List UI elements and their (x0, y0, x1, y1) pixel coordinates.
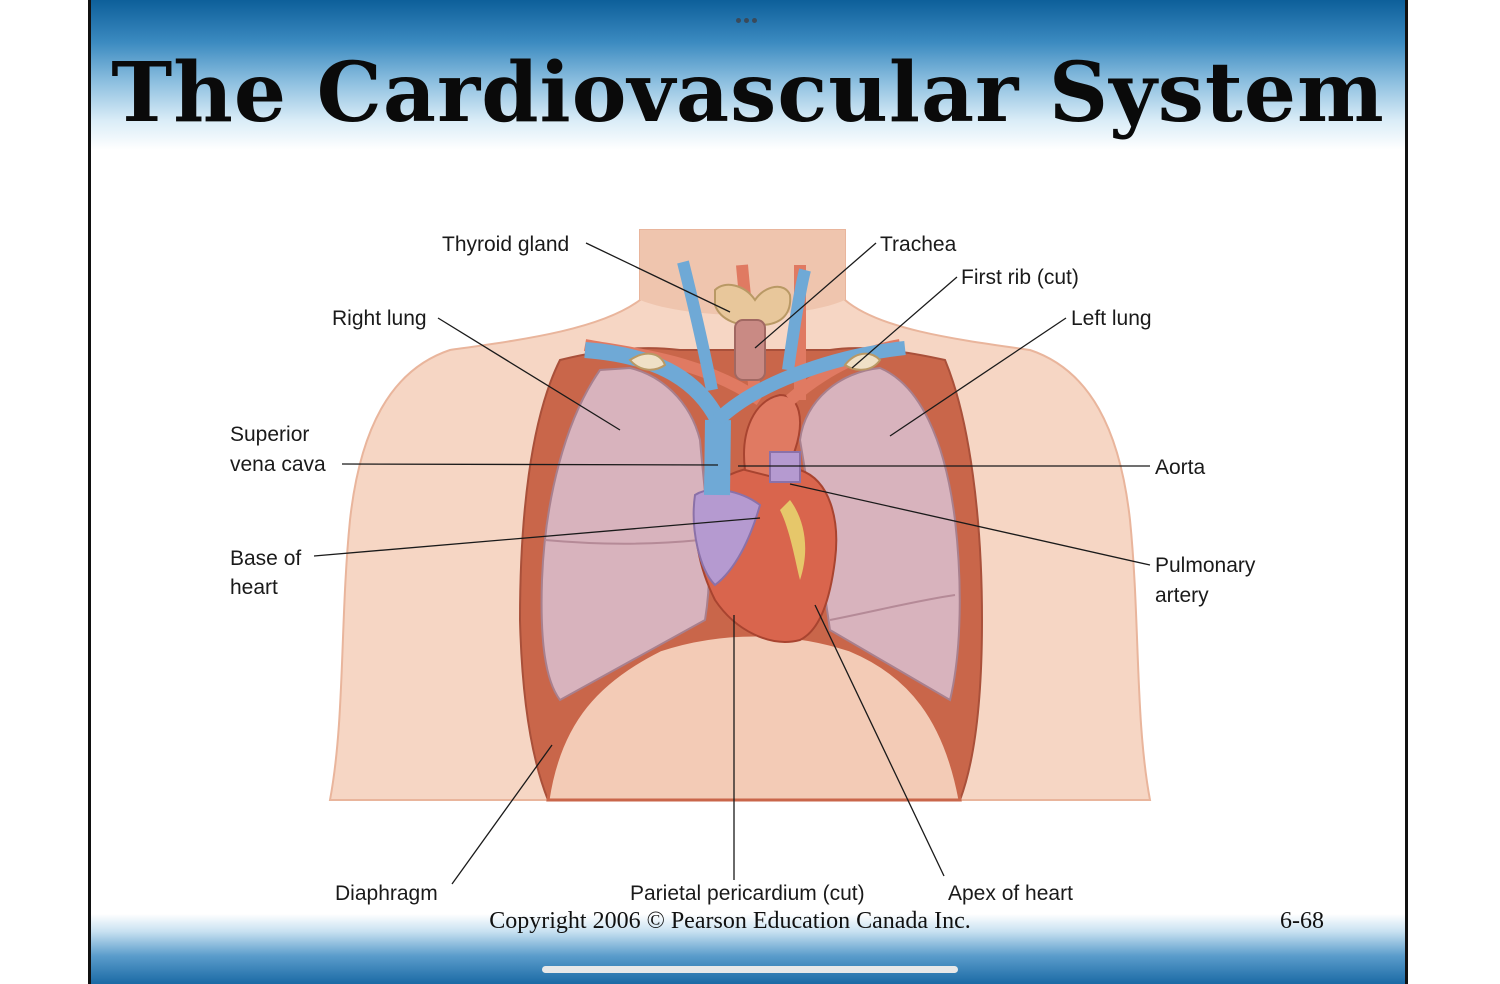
leader-right-lung (437, 317, 621, 431)
right-brachiocephalic (584, 342, 726, 424)
label-thyroid-gland: Thyroid gland (442, 233, 569, 256)
copyright-text: Copyright 2006 © Pearson Education Canad… (489, 908, 971, 934)
label-left-lung: Left lung (1071, 307, 1152, 330)
diagram-labels: Thyroid gland Trachea First rib (cut) Ri… (230, 233, 1256, 905)
more-options-icon[interactable] (736, 10, 764, 23)
label-aorta: Aorta (1155, 456, 1206, 479)
leader-first-rib (851, 276, 958, 369)
slide: The Cardiovascular System (88, 0, 1408, 984)
label-trachea: Trachea (880, 233, 957, 256)
label-pulmonary-artery-1: Pulmonary (1155, 554, 1256, 577)
right-lung-shape (540, 366, 711, 702)
label-first-rib: First rib (cut) (961, 266, 1079, 289)
slide-title: The Cardiovascular System (111, 45, 1385, 141)
leader-pulmonary-artery (789, 483, 1151, 566)
leader-thyroid (585, 242, 731, 313)
label-pulmonary-artery-2: artery (1155, 584, 1209, 607)
right-jugular (677, 260, 718, 392)
left-brachiocephalic (713, 341, 906, 426)
leader-apex-of-heart (814, 604, 945, 877)
title-band (91, 0, 1405, 150)
label-superior-vena-cava-2: vena cava (230, 453, 326, 476)
label-diaphragm: Diaphragm (335, 882, 438, 905)
superior-vena-cava-shape (704, 419, 731, 496)
trachea-shape (734, 319, 766, 381)
label-superior-vena-cava-1: Superior (230, 423, 309, 446)
label-apex-of-heart: Apex of heart (948, 882, 1073, 905)
slide-number: 6-68 (1280, 908, 1324, 934)
right-lung-fissure (544, 539, 701, 545)
leader-lines (313, 242, 1151, 885)
home-indicator[interactable] (542, 966, 958, 973)
first-rib-right (628, 352, 667, 371)
label-base-of-heart-2: heart (230, 576, 278, 599)
leader-superior-vena-cava (341, 463, 719, 466)
label-base-of-heart-1: Base of (230, 547, 301, 570)
left-jugular (782, 268, 811, 371)
label-parietal-pericardium: Parietal pericardium (cut) (630, 882, 865, 905)
leader-base-of-heart (313, 517, 761, 557)
leader-trachea (754, 242, 877, 349)
left-lung-fissure (829, 594, 956, 621)
pulmonary-trunk (769, 451, 801, 483)
torso-illustration (328, 229, 1152, 802)
label-right-lung: Right lung (332, 307, 427, 330)
leader-left-lung (889, 317, 1067, 437)
leader-diaphragm (451, 744, 553, 885)
epicardial-fat (780, 500, 806, 580)
